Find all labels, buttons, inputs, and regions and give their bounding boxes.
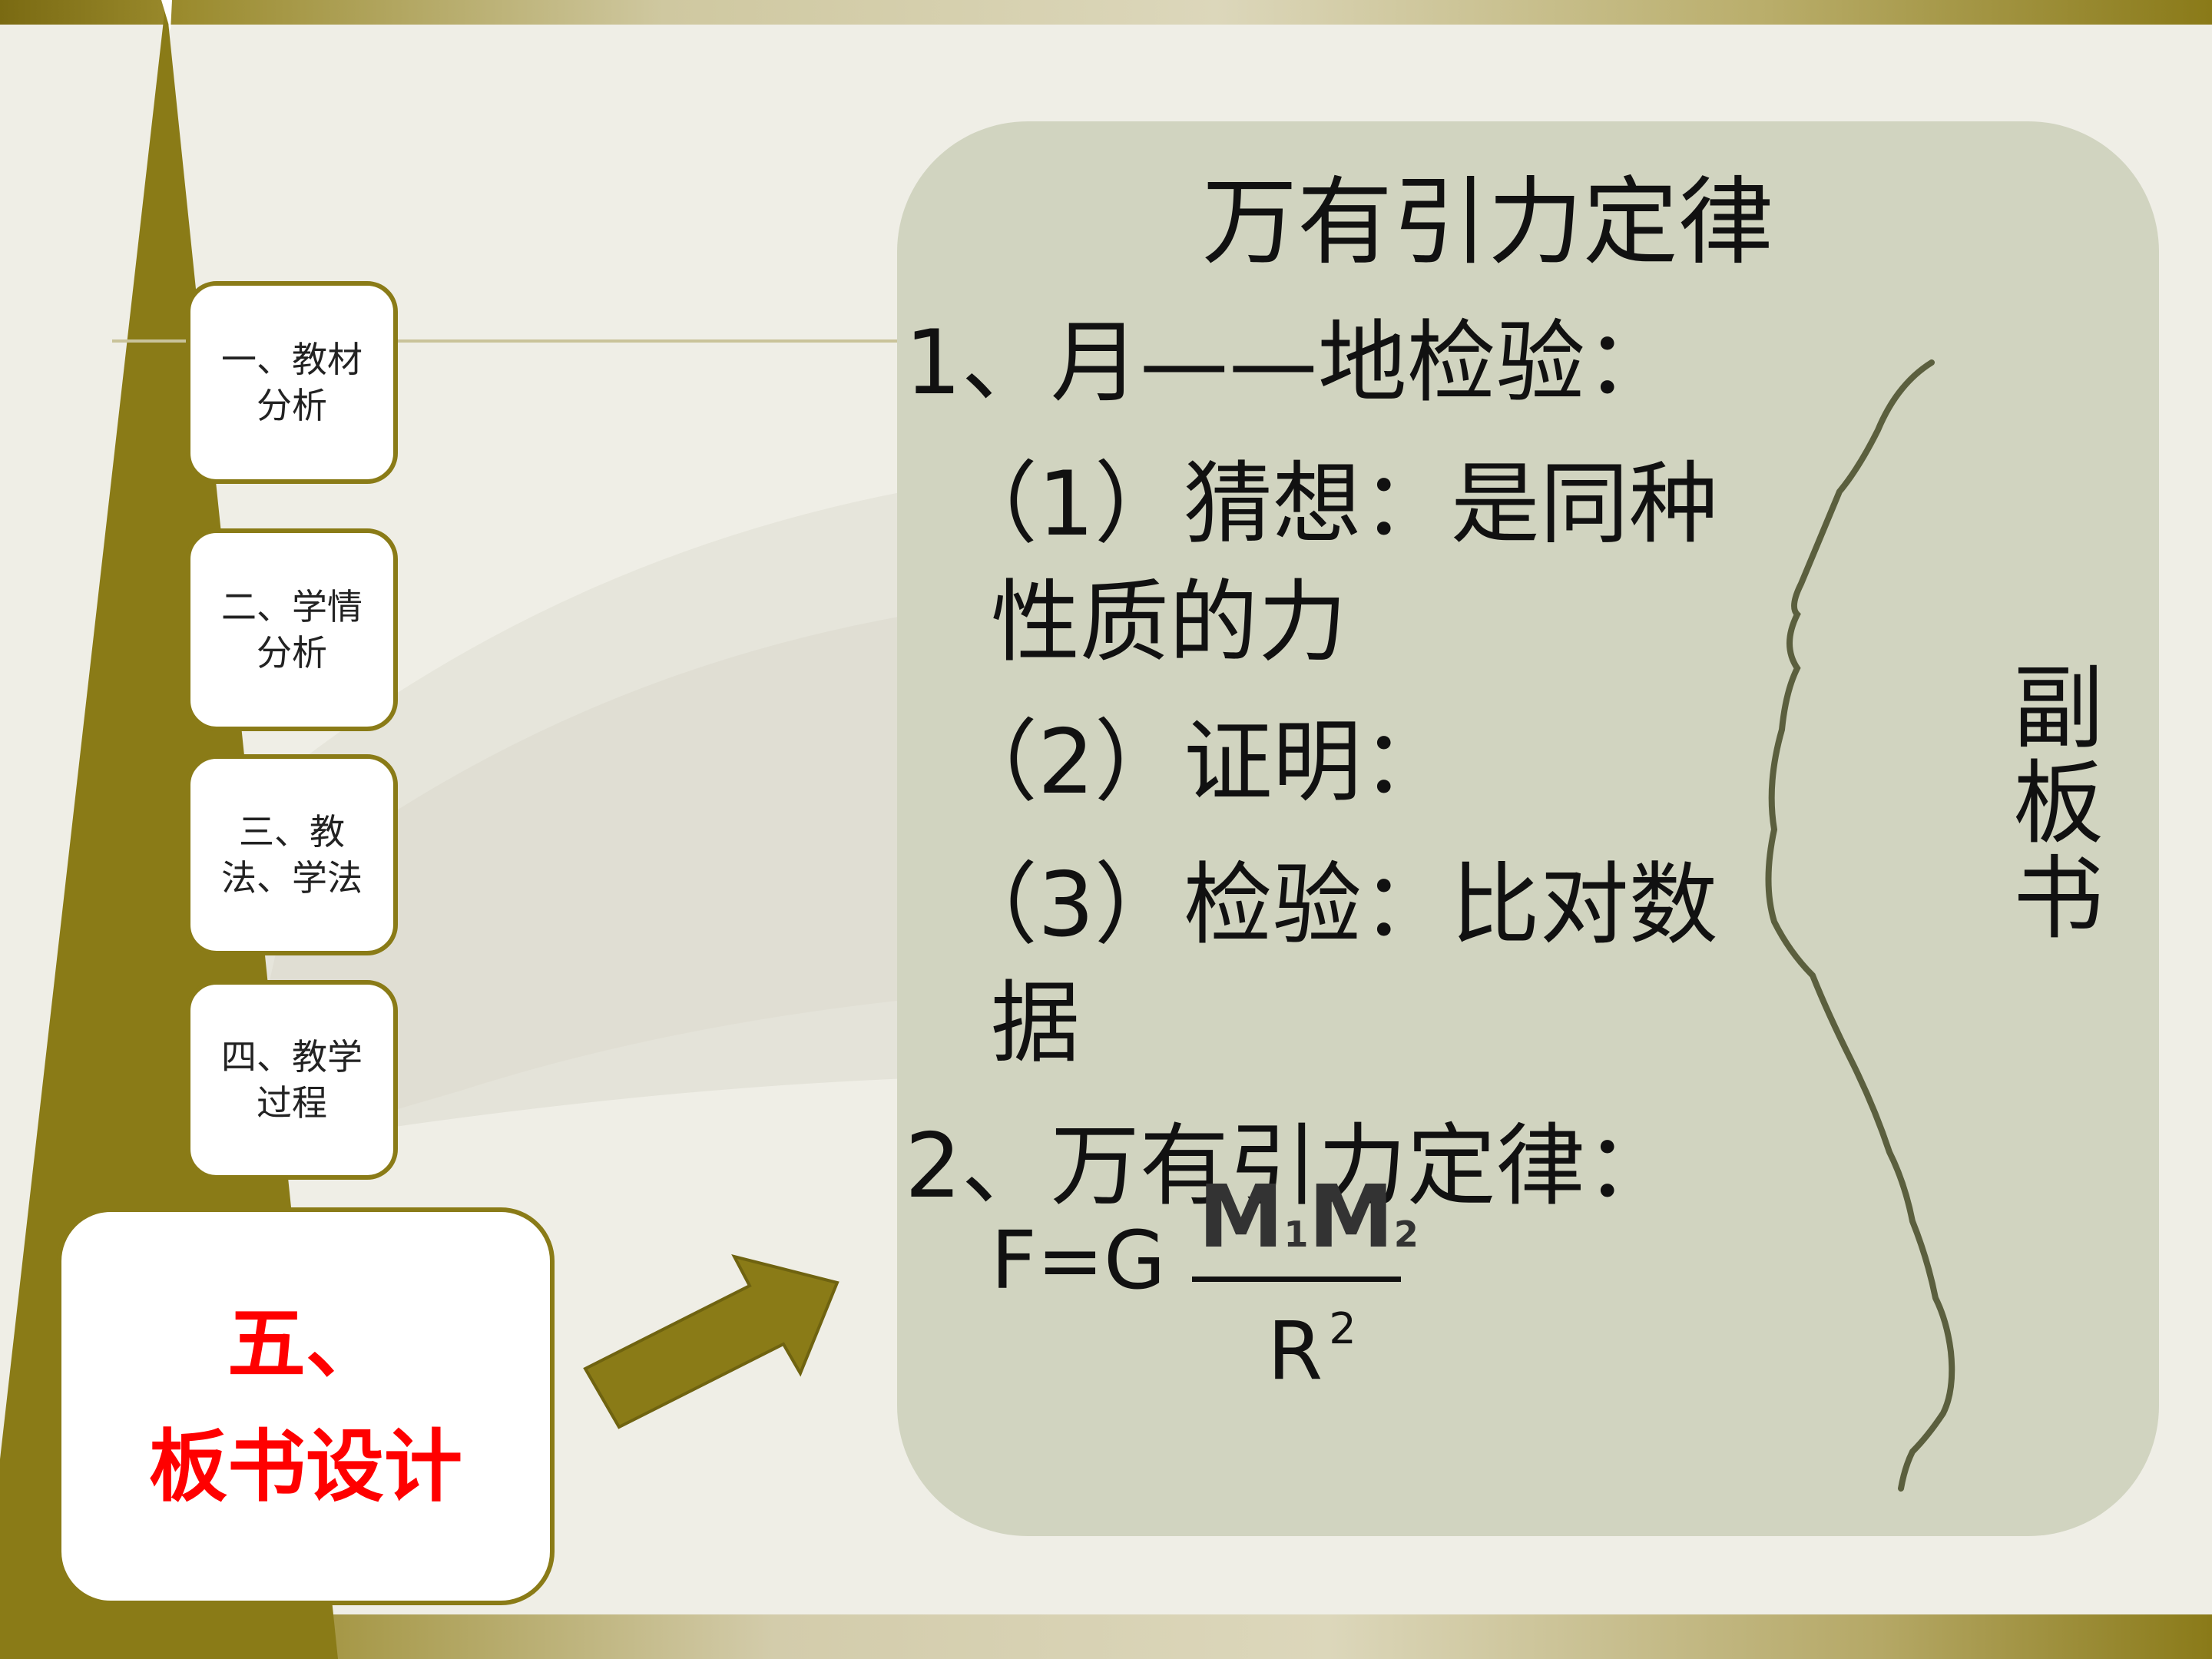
- board-title: 万有引力定律: [1202, 167, 1774, 278]
- board-item-1-line1: （1）猜想：是同种: [949, 452, 1718, 556]
- formula-exp: 2: [1329, 1304, 1356, 1354]
- board-item-3-line1: （3）检验：比对数: [949, 853, 1718, 957]
- arrow-right-icon: [583, 1253, 839, 1429]
- active-label-line2: 板书设计: [149, 1422, 462, 1513]
- nav-item-board-design-active[interactable]: 五、 板书设计: [57, 1207, 555, 1605]
- formula-sub1: 1: [1283, 1214, 1309, 1255]
- board-item-2: （2）证明：: [949, 710, 1451, 814]
- nav-item-teaching-methods[interactable]: 三、教法、学法: [186, 754, 398, 955]
- side-board-label: 副板书: [2012, 655, 2104, 952]
- bottom-decorative-bar: [0, 1614, 2212, 1659]
- nav-item-label: 四、教学过程: [221, 1036, 363, 1124]
- formula-m1: M: [1198, 1167, 1284, 1267]
- board-section-2: 2、万有引力定律：: [905, 1114, 1674, 1218]
- nav-item-label: 二、学情分析: [221, 586, 363, 674]
- formula-lhs: F=G: [991, 1214, 1166, 1307]
- formula-m2: M: [1308, 1167, 1394, 1267]
- nav-item-label: 一、教材分析: [221, 339, 363, 426]
- nav-item-textbook-analysis[interactable]: 一、教材分析: [186, 281, 398, 484]
- board-panel: [897, 121, 2159, 1536]
- board-section-1: 1、月——地检验：: [905, 311, 1674, 415]
- formula-r: R: [1267, 1304, 1323, 1398]
- nav-item-label: 三、教法、学法: [221, 811, 363, 899]
- fraction-bar: [1192, 1277, 1401, 1282]
- board-item-3-line2: 据: [991, 972, 1080, 1075]
- nav-item-teaching-process[interactable]: 四、教学过程: [186, 980, 398, 1180]
- top-decorative-bar: [0, 0, 2212, 25]
- nav-item-student-analysis[interactable]: 二、学情分析: [186, 528, 398, 731]
- board-item-1-line2: 性质的力: [991, 571, 1347, 674]
- formula-sub2: 2: [1393, 1214, 1419, 1255]
- active-label-line1: 五、: [227, 1299, 384, 1390]
- formula-numerator: M1M2: [1198, 1167, 1419, 1267]
